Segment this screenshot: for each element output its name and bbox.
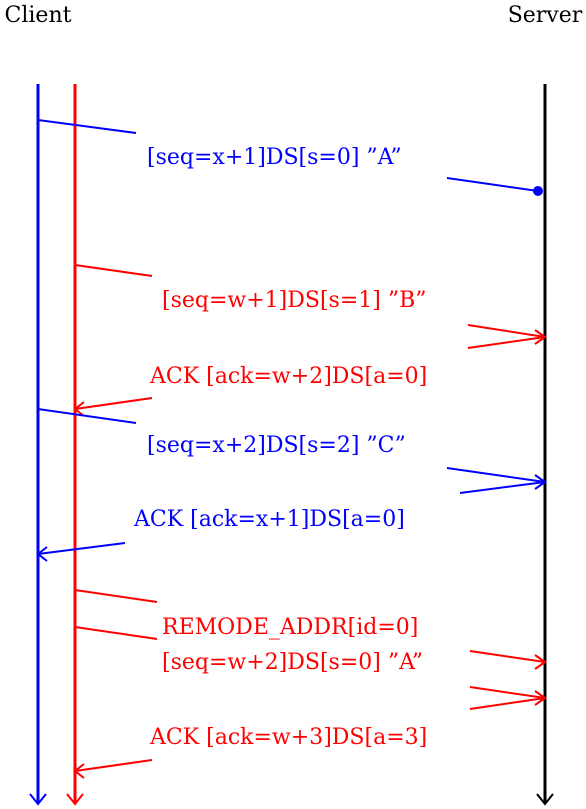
message-8-arrow [73,697,546,779]
message-5-arrow [36,481,546,562]
message-5-label: ACK [ack=x+1]DS[a=0] [133,507,405,532]
message-7-label: [seq=w+2]DS[s=0] ”A” [162,650,423,675]
client-blue-lifeline [29,84,47,806]
message-4-label: [seq=x+2]DS[s=2] ”C” [147,433,406,458]
server-lifeline [536,84,554,806]
message-8-label: ACK [ack=w+3]DS[a=3] [149,725,427,750]
message-1-label: [seq=x+1]DS[s=0] ”A” [147,145,402,170]
lost-packet-dot [533,186,543,196]
message-6-label: REMODE_ADDR[id=0] [162,615,418,640]
message-3-arrow [73,336,546,417]
message-6-arrow [74,589,547,670]
message-1-arrow [37,119,543,196]
client-red-lifeline [66,84,84,806]
message-3-label: ACK [ack=w+2]DS[a=0] [149,364,427,389]
client-label: Client [5,3,72,28]
message-2-label: [seq=w+1]DS[s=1] ”B” [162,288,427,313]
server-label: Server [508,3,583,28]
